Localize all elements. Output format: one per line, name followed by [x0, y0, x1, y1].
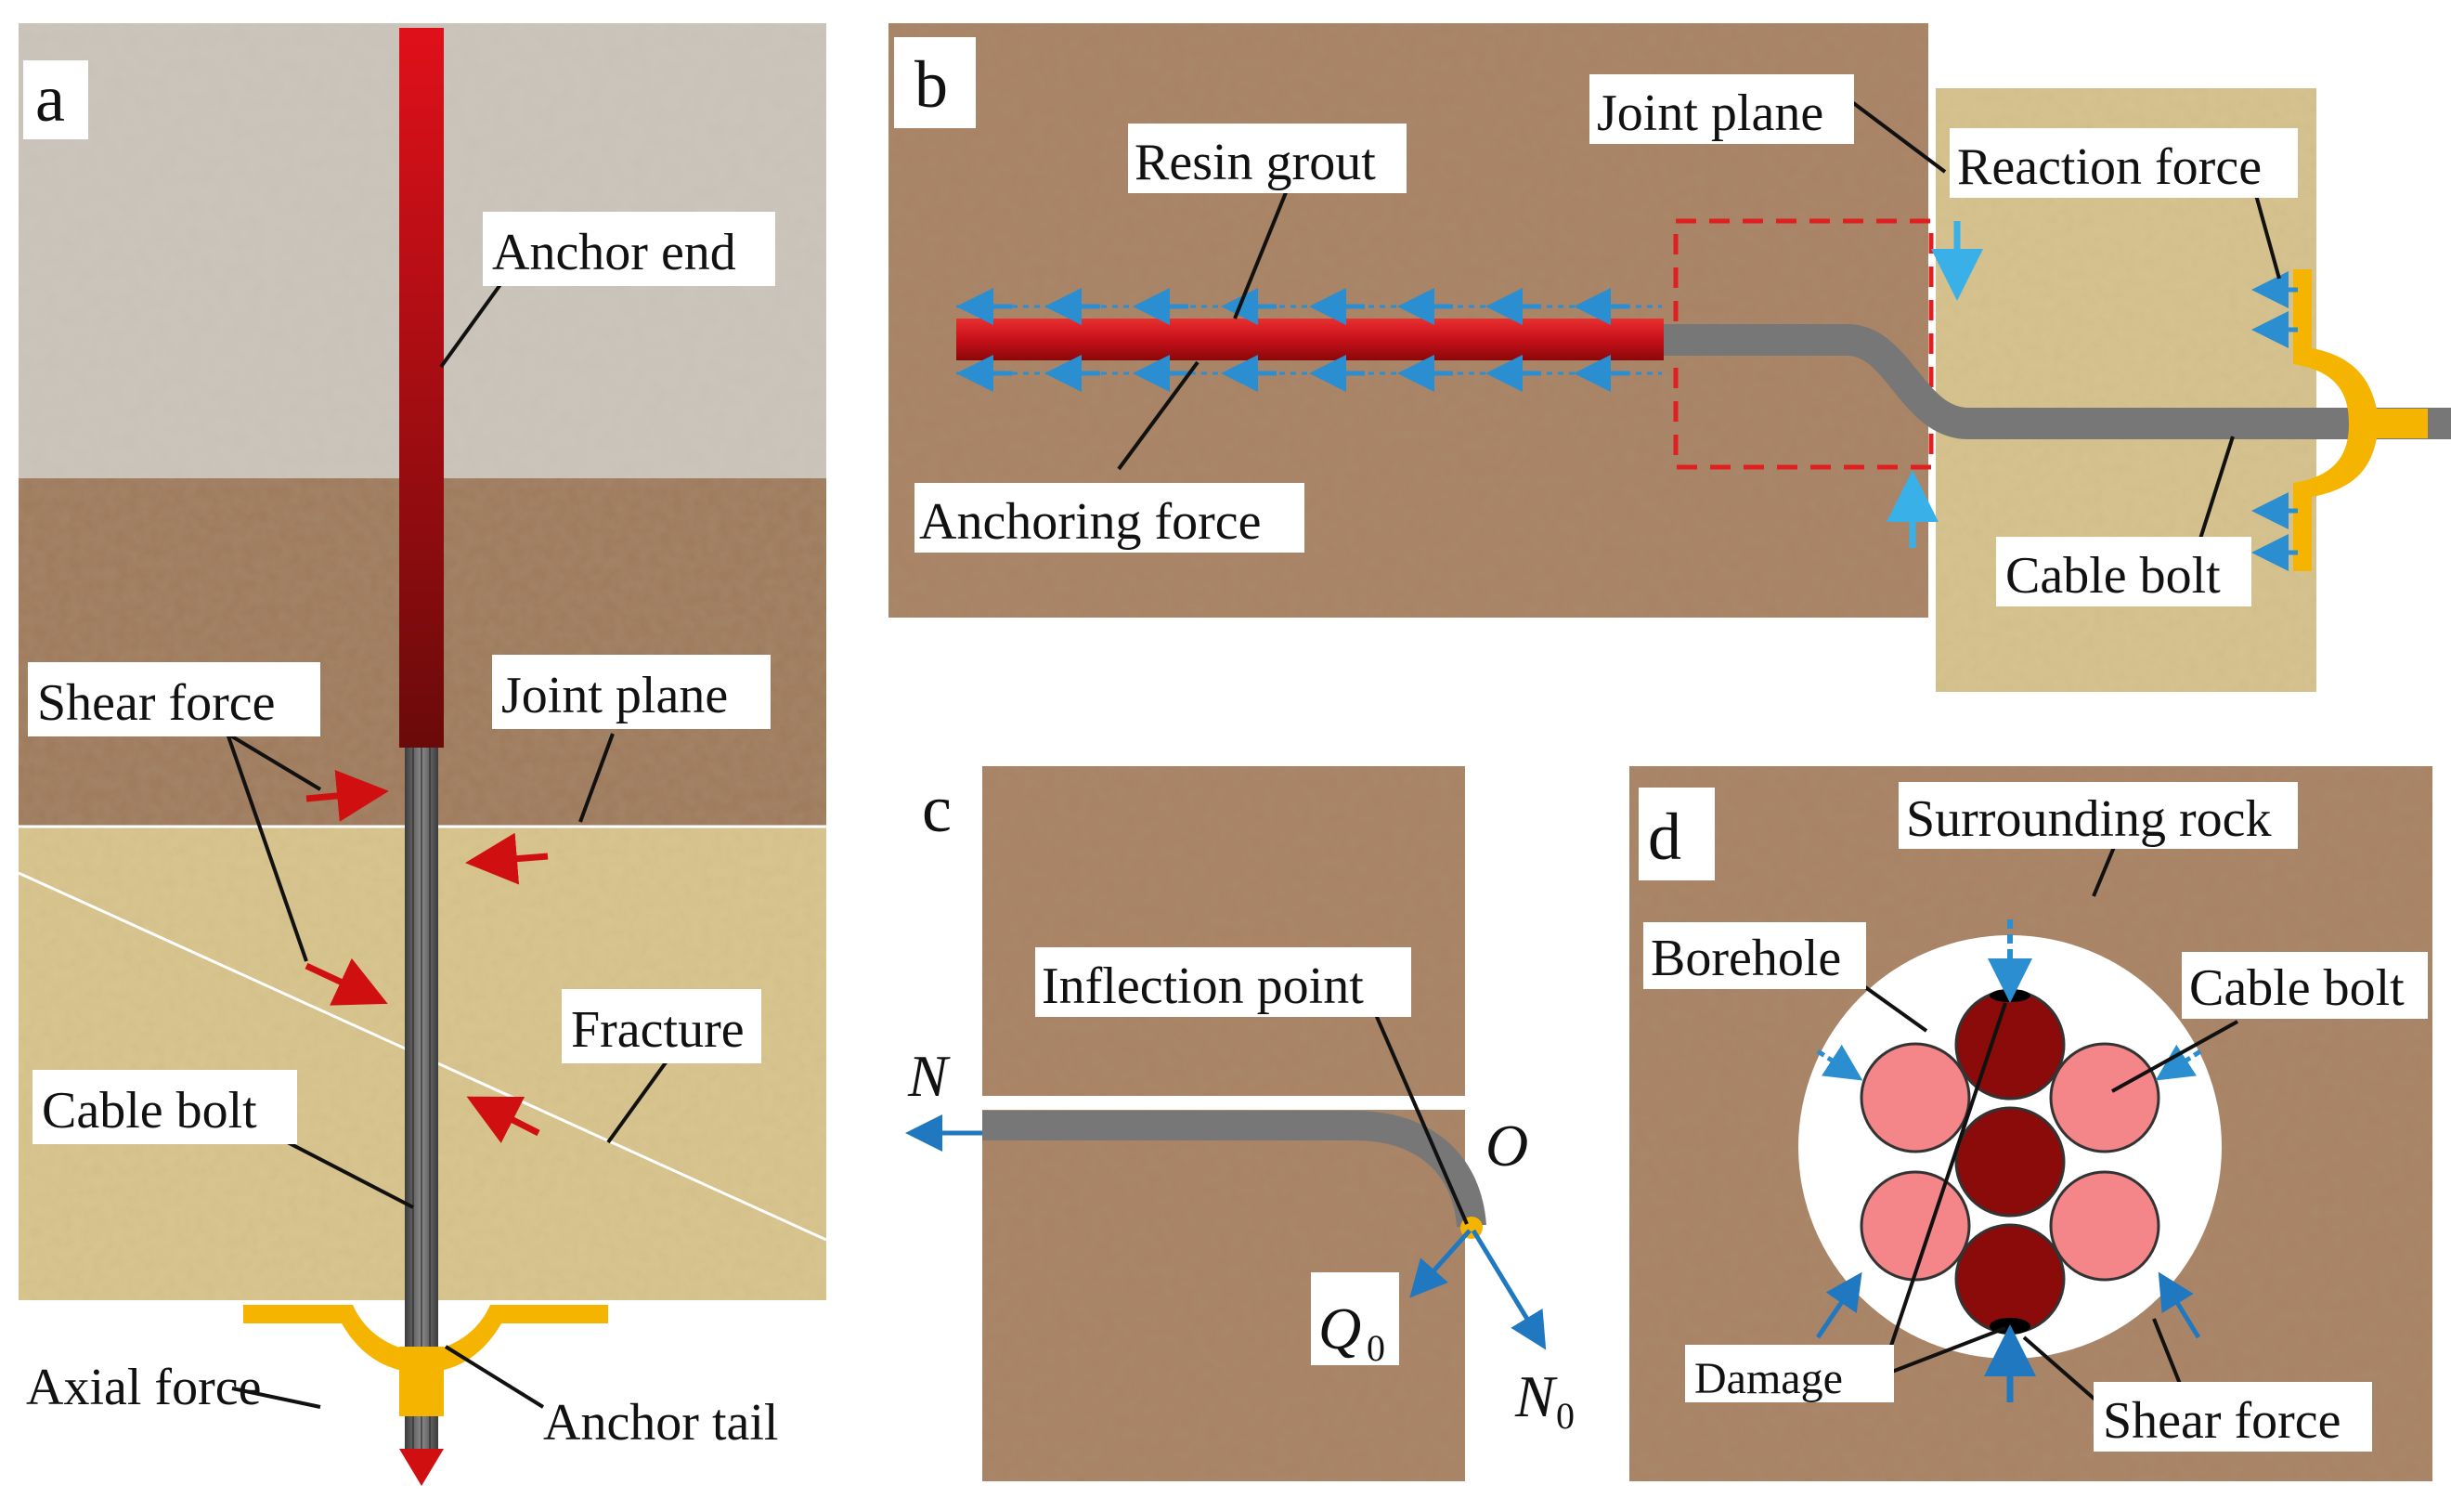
label-point-o: O — [1485, 1113, 1528, 1179]
label-surrounding-rock: Surrounding rock — [1906, 790, 2272, 848]
label-anchor-tail: Anchor tail — [543, 1394, 778, 1452]
damage-mark-top — [1990, 989, 2030, 1002]
resin-grout-bolt — [956, 319, 1664, 360]
label-force-q: Q — [1318, 1296, 1361, 1361]
label-force-n0: N — [1514, 1363, 1558, 1429]
label-reaction-force: Reaction force — [1957, 138, 2262, 196]
label-cable-bolt: Cable bolt — [42, 1082, 257, 1140]
force-n0-arrow — [1471, 1229, 1547, 1350]
label-borehole: Borehole — [1651, 930, 1841, 987]
panel-letter-d: d — [1648, 800, 1681, 874]
cable-strand-lines — [412, 748, 431, 1449]
label-shear-force: Shear force — [37, 674, 276, 732]
label-axial-force: Axial force — [26, 1359, 261, 1416]
force-q0-arrow — [1409, 1229, 1472, 1298]
label-cable-bolt-d: Cable bolt — [2189, 959, 2405, 1017]
label-force-n0-subscript: 0 — [1556, 1395, 1575, 1437]
label-joint-plane-b: Joint plane — [1597, 85, 1823, 142]
bearing-plate-b — [2293, 269, 2428, 571]
panel-letter-bg — [23, 60, 88, 139]
label-cable-bolt-b: Cable bolt — [2005, 547, 2221, 605]
label-inflection-point: Inflection point — [1042, 957, 1364, 1015]
panel-letter-a: a — [35, 61, 65, 136]
label-anchoring-force: Anchoring force — [919, 493, 1262, 551]
anchor-tail-lock — [399, 1347, 444, 1416]
cable-bolt-bent — [1664, 324, 2451, 439]
panel-b: b Joint plane Resin grout Reaction force… — [888, 23, 2451, 692]
shear-arrow-3 — [305, 957, 388, 1006]
joint-gap — [1928, 23, 1936, 692]
label-resin-grout: Resin grout — [1135, 134, 1376, 191]
label-fracture: Fracture — [571, 1001, 745, 1059]
reaction-force-arrows — [2251, 271, 2298, 571]
cable-strands — [1860, 989, 2160, 1335]
shear-arrow-1 — [305, 770, 389, 822]
label-force-q-subscript: 0 — [1367, 1327, 1385, 1369]
panel-d: d Surrounding rock Borehole Cable bolt D… — [1629, 766, 2432, 1481]
label-force-n: N — [907, 1043, 951, 1109]
label-anchor-end: Anchor end — [492, 224, 736, 281]
axial-force-arrow — [399, 1449, 444, 1486]
panel-a-leaders — [226, 281, 670, 1409]
shear-arrow-4 — [466, 1096, 540, 1143]
label-joint-plane: Joint plane — [501, 667, 728, 724]
label-shear-force-d: Shear force — [2103, 1392, 2341, 1450]
shear-arrow-2 — [465, 832, 549, 885]
panel-letter-b: b — [914, 47, 948, 122]
panel-c: c Inflection point N O Q 0 N 0 — [905, 766, 1575, 1481]
panel-a: a Anchor end Shear force Joint plane Fra… — [18, 23, 827, 1486]
panel-b-leaders — [1117, 100, 2281, 540]
anchor-end-bolt — [399, 28, 444, 748]
bearing-plate — [243, 1305, 608, 1373]
label-damage: Damage — [1694, 1354, 1843, 1403]
panel-letter-c: c — [922, 772, 952, 846]
